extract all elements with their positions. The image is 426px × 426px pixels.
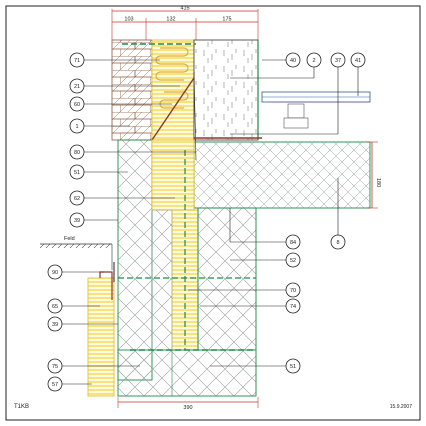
brick-masonry xyxy=(111,39,153,141)
svg-text:39: 39 xyxy=(74,218,80,224)
svg-text:75: 75 xyxy=(52,364,58,370)
svg-text:8: 8 xyxy=(336,240,339,246)
lower-masonry-right xyxy=(197,207,257,351)
callout-52: 52 xyxy=(285,252,301,268)
svg-text:57: 57 xyxy=(52,382,58,388)
foundation-block xyxy=(117,349,257,397)
svg-text:51: 51 xyxy=(74,170,80,176)
callout-1: 1 xyxy=(69,118,85,134)
callout-41: 41 xyxy=(350,52,366,68)
perimeter-insulation xyxy=(87,277,115,397)
timber-wall xyxy=(193,39,259,141)
svg-text:52: 52 xyxy=(290,258,296,264)
steel-rail xyxy=(261,91,371,129)
callout-51-right: 51 xyxy=(285,358,301,374)
dimension-segment-1: 103 xyxy=(124,17,133,23)
dimension-bottom-width: 390 xyxy=(183,405,192,411)
svg-text:37: 37 xyxy=(335,58,341,64)
callout-84: 84 xyxy=(285,234,301,250)
callout-40: 40 xyxy=(285,52,301,68)
callout-37: 37 xyxy=(330,52,346,68)
svg-text:21: 21 xyxy=(74,84,80,90)
flashing xyxy=(99,271,113,300)
diagonal-sealing-line xyxy=(151,77,195,141)
svg-text:71: 71 xyxy=(74,58,80,64)
heating-pipes xyxy=(155,47,189,109)
concrete-floor-slab xyxy=(193,141,371,209)
svg-text:84: 84 xyxy=(290,240,296,246)
callout-60: 60 xyxy=(69,96,85,112)
top-dimension-chain: 415 103 132 175 xyxy=(111,6,259,40)
callout-90: 90 xyxy=(47,264,63,280)
svg-text:80: 80 xyxy=(74,150,80,156)
lower-masonry-mid xyxy=(151,209,173,351)
ground-label: Feld xyxy=(64,236,75,242)
dimension-segment-2: 132 xyxy=(166,17,175,23)
leader-lines xyxy=(62,59,359,385)
callout-39-lower: 39 xyxy=(47,316,63,332)
callout-51-left: 51 xyxy=(69,164,85,180)
svg-text:41: 41 xyxy=(355,58,361,64)
dimension-total-top: 415 xyxy=(180,6,189,12)
svg-text:60: 60 xyxy=(74,102,80,108)
svg-text:62: 62 xyxy=(74,196,80,202)
center-insulation xyxy=(151,139,195,211)
callout-75: 75 xyxy=(47,358,63,374)
drawing-id: T1KB xyxy=(14,404,29,410)
drawing-date: 15.9.2007 xyxy=(390,404,412,410)
callout-57: 57 xyxy=(47,376,63,392)
dimension-slab-height: 180 xyxy=(375,178,381,187)
upper-insulation xyxy=(151,39,195,141)
ground-line xyxy=(40,243,113,270)
svg-text:51: 51 xyxy=(290,364,296,370)
svg-text:70: 70 xyxy=(290,288,296,294)
callout-62: 62 xyxy=(69,190,85,206)
dimension-segment-3: 175 xyxy=(222,17,231,23)
callout-70: 70 xyxy=(285,282,301,298)
lower-masonry-left xyxy=(117,139,153,381)
svg-text:65: 65 xyxy=(52,304,58,310)
callout-74: 74 xyxy=(285,298,301,314)
svg-text:39: 39 xyxy=(52,322,58,328)
drawing-border xyxy=(5,5,421,421)
callout-39-upper: 39 xyxy=(69,212,85,228)
right-dimension: 180 xyxy=(366,141,381,209)
callout-8: 8 xyxy=(330,234,346,250)
svg-text:2: 2 xyxy=(312,58,315,64)
svg-text:40: 40 xyxy=(290,58,296,64)
callout-21: 21 xyxy=(69,78,85,94)
svg-text:1: 1 xyxy=(75,124,78,130)
callout-80: 80 xyxy=(69,144,85,160)
bottom-dimension: 390 xyxy=(117,397,259,411)
callout-71: 71 xyxy=(69,52,85,68)
svg-text:74: 74 xyxy=(290,304,296,310)
callout-65: 65 xyxy=(47,298,63,314)
callout-2: 2 xyxy=(306,52,322,68)
svg-text:90: 90 xyxy=(52,270,58,276)
